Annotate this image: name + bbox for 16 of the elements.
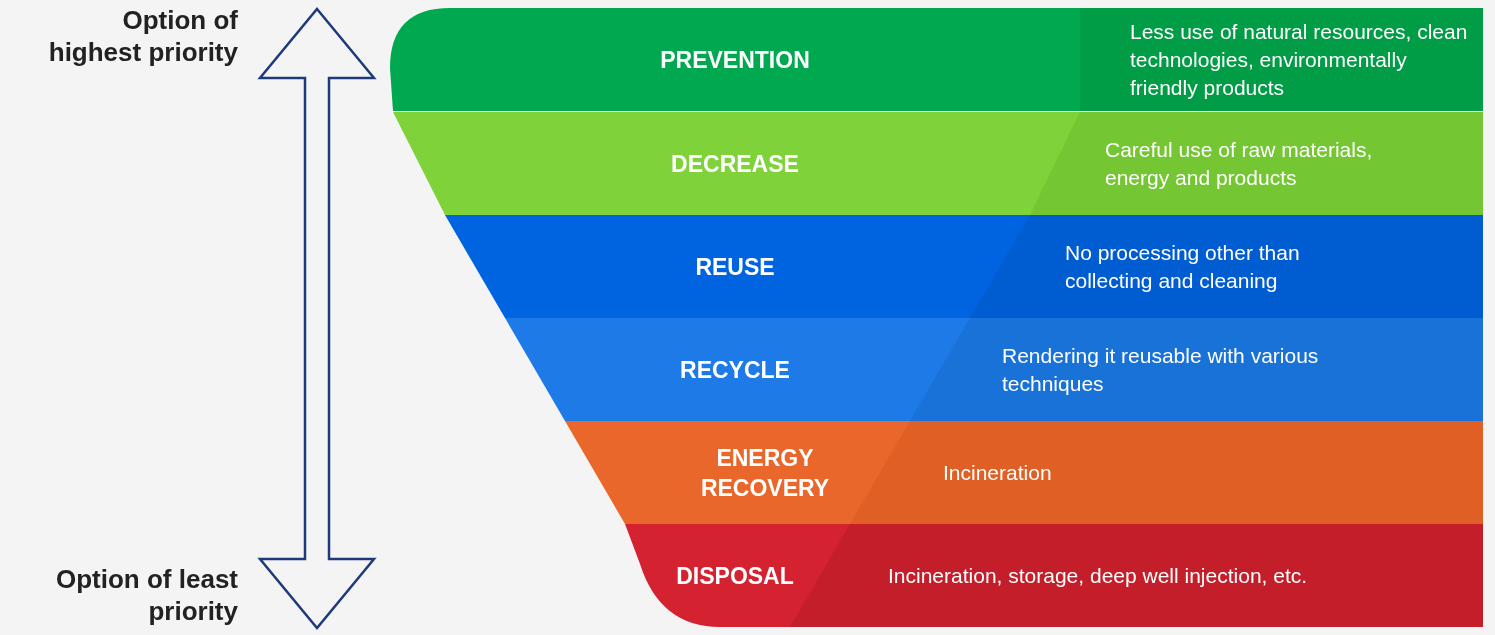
level-description: Rendering it reusable with various techniques [1002,342,1320,397]
level-description: Less use of natural resources, clean technologies, environmentally friendly products [1130,18,1469,101]
level-title: REUSE [694,252,776,282]
level-title: RECYCLE [679,355,791,385]
priority-label: Option of least priority [55,563,238,627]
level-title: PREVENTION [659,45,811,75]
level-description: Incineration [943,459,1053,486]
hierarchy-band [390,8,1483,111]
level-description: Careful use of raw materials, energy and products [1105,136,1374,191]
level-description: No processing other than collecting and cleaning [1065,239,1301,294]
level-title: DISPOSAL [675,561,795,591]
level-title: ENERGY RECOVERY [699,443,831,503]
level-title: DECREASE [670,149,800,179]
priority-label: Option of highest priority [47,4,238,68]
level-description: Incineration, storage, deep well injection, etc. [888,562,1309,589]
hierarchy-band [390,112,1483,215]
